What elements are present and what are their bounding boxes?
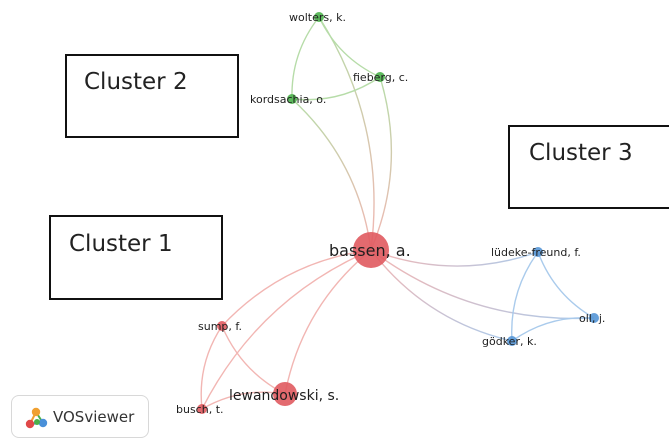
edge-oll-godker (511, 316, 595, 342)
node-wolters[interactable] (314, 12, 324, 22)
cluster-3-label: Cluster 3 (529, 140, 633, 166)
node-fieberg[interactable] (375, 72, 385, 82)
labels-layer: bassen, a. lewandowski, s. sump, f. busch, … (176, 11, 605, 416)
cluster-1-box: Cluster 1 (49, 215, 223, 300)
node-label-godker: gödker, k. (482, 335, 537, 348)
node-label-busch: busch, t. (176, 403, 224, 416)
edge-ludeke-godker (511, 251, 539, 342)
edge-bassen-fieberg (370, 76, 393, 251)
node-kordsachia[interactable] (287, 94, 297, 104)
node-label-wolters: wolters, k. (289, 11, 346, 24)
vosviewer-logo-icon (25, 407, 48, 428)
node-sump[interactable] (217, 321, 227, 331)
edge-kordsachia-fieberg (291, 76, 381, 101)
cluster-2-label: Cluster 2 (84, 69, 188, 95)
edge-bassen-oll (370, 249, 595, 320)
node-godker[interactable] (507, 336, 517, 346)
nodes-layer (197, 12, 599, 414)
node-label-kordsachia: kordsachia, o. (250, 93, 326, 106)
vosviewer-label: VOSviewer (53, 407, 135, 426)
node-bassen[interactable] (353, 232, 389, 268)
node-label-ludeke: lüdeke-freund, f. (491, 246, 581, 259)
vosviewer-badge[interactable]: VOSviewer (11, 395, 149, 438)
edge-bassen-lewandowski (284, 249, 372, 395)
edge-bassen-wolters (318, 16, 375, 251)
node-label-bassen: bassen, a. (329, 241, 411, 260)
edge-bassen-kordsachia (291, 98, 372, 251)
edge-bassen-sump (221, 249, 372, 327)
edge-bassen-ludeke (370, 249, 539, 267)
node-ludeke[interactable] (533, 247, 543, 257)
edge-ludeke-oll (537, 251, 595, 319)
node-label-oll: oll, j. (579, 312, 605, 325)
node-label-lewandowski: lewandowski, s. (229, 388, 339, 404)
edge-wolters-fieberg (318, 16, 381, 78)
cluster-2-box: Cluster 2 (65, 54, 239, 138)
edge-sump-busch (200, 325, 223, 410)
node-label-sump: sump, f. (198, 320, 242, 333)
cluster-1-label: Cluster 1 (69, 231, 173, 257)
cluster-3-box: Cluster 3 (508, 125, 669, 209)
edge-bassen-busch (201, 249, 372, 410)
node-lewandowski[interactable] (273, 382, 297, 406)
edge-wolters-kordsachia (291, 16, 320, 100)
node-oll[interactable] (589, 313, 599, 323)
node-label-fieberg: fieberg, c. (353, 71, 408, 84)
edge-bassen-godker (370, 249, 513, 342)
node-busch[interactable] (197, 404, 207, 414)
